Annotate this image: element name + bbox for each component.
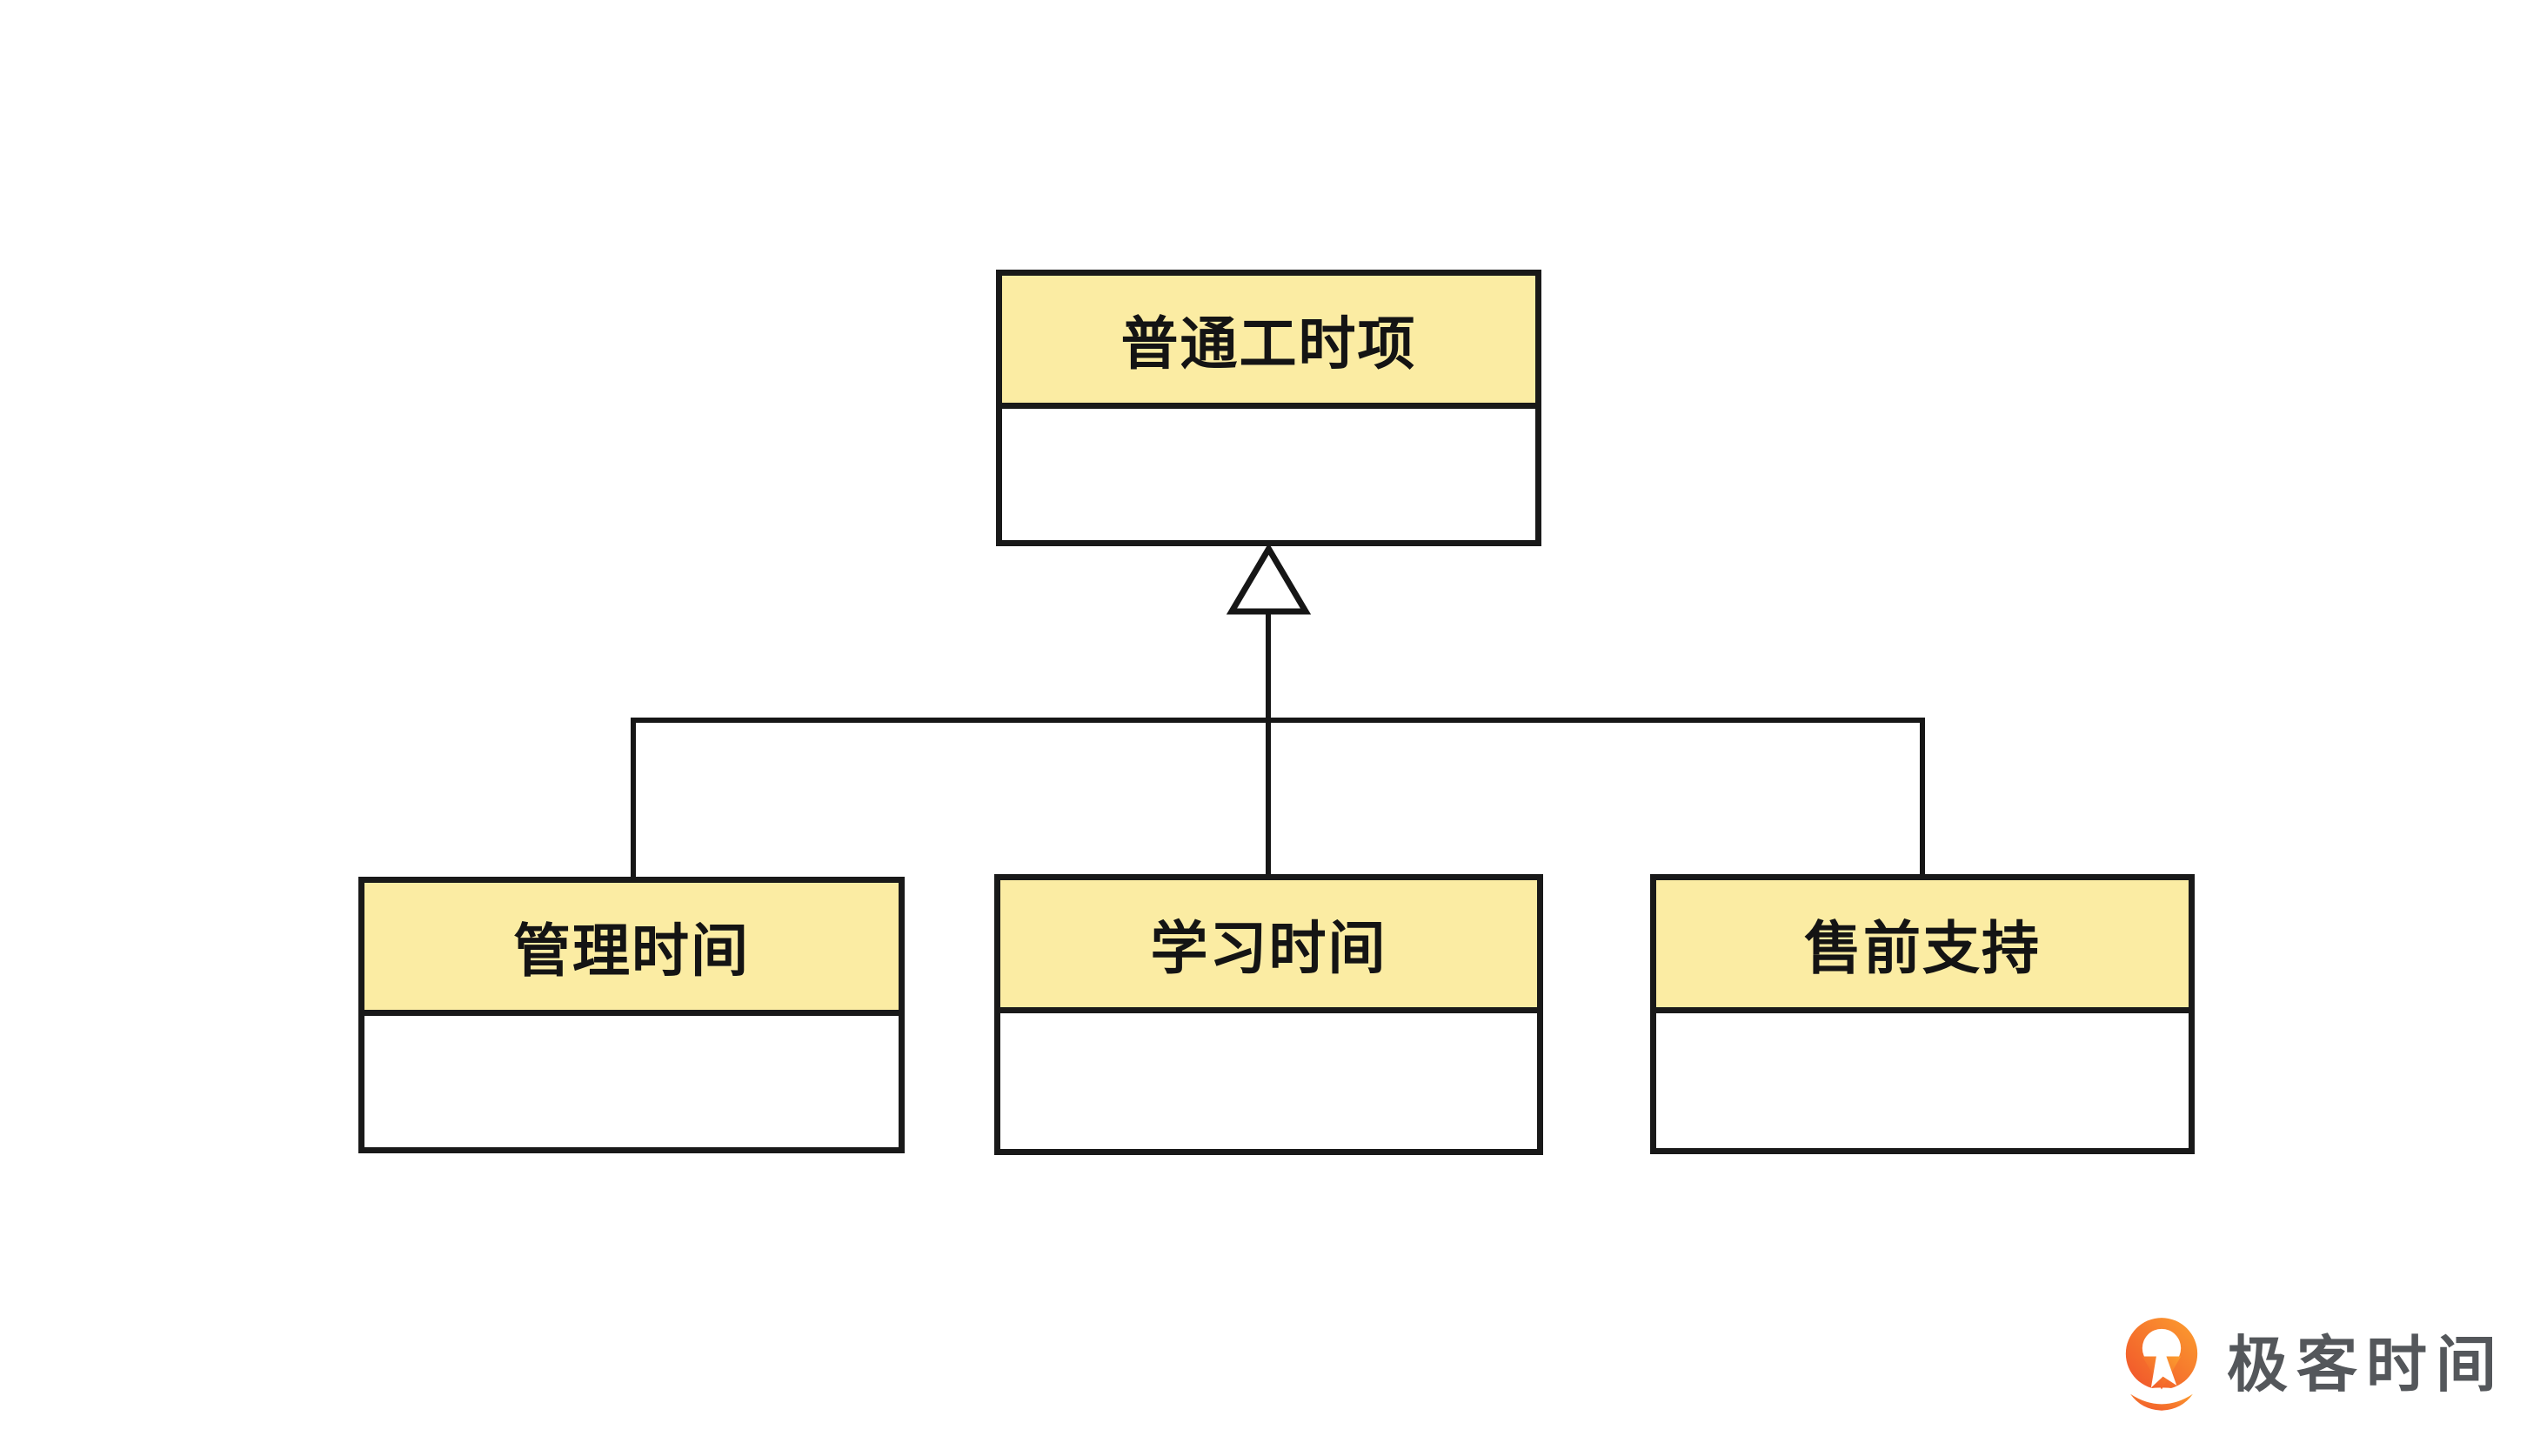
class-box-parent-body [1002,409,1535,540]
class-box-presales-support-title: 售前支持 [1804,916,2041,980]
class-box-study-time-header: 学习时间 [1000,880,1537,1013]
class-box-parent: 普通工时项 [996,270,1541,546]
class-box-study-time-body [1000,1013,1537,1149]
geektime-logo: 极客时间 [2116,1315,2505,1414]
class-box-study-time: 学习时间 [994,874,1543,1155]
class-box-parent-title: 普通工时项 [1120,311,1417,376]
class-box-presales-support: 售前支持 [1650,874,2195,1154]
class-box-presales-support-body [1656,1013,2189,1148]
class-box-manage-time-header: 管理时间 [364,883,899,1016]
geektime-logo-text: 极客时间 [2227,1331,2505,1399]
class-box-study-time-title: 学习时间 [1150,916,1387,980]
inheritance-triangle-icon [1226,545,1312,615]
connector-right-vertical-line [1920,720,1925,874]
connector-horizontal-line [631,718,1925,723]
class-box-manage-time-body [364,1016,899,1147]
geektime-logo-icon [2125,1318,2198,1412]
class-box-parent-header: 普通工时项 [1002,276,1535,409]
connector-center-vertical-line [1266,611,1271,874]
class-box-manage-time: 管理时间 [358,877,905,1153]
connector-left-vertical-line [631,720,636,877]
class-box-presales-support-header: 售前支持 [1656,880,2189,1013]
class-box-manage-time-title: 管理时间 [513,918,750,983]
